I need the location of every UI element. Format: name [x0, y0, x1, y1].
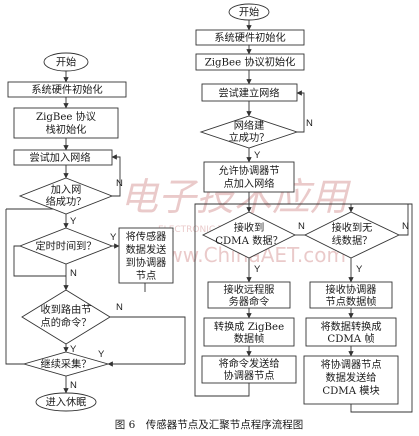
left-route-command-decision: 收到路由节 点的命令？ — [21, 289, 111, 345]
right-build-yes-label: Y — [254, 150, 261, 161]
right-init-hardware-box: 系统硬件初始化 — [195, 29, 305, 46]
right-allow-join-line2: 点加入网络 — [224, 177, 275, 190]
left-sleep-label: 进入休眠 — [46, 397, 87, 409]
left-join-network-box: 尝试加入网络 — [13, 149, 113, 166]
right-init-stack-label: ZigBee 协议初始化 — [205, 56, 296, 69]
left-join-no-label: N — [116, 178, 123, 189]
left-route-no-label: N — [116, 302, 123, 313]
right-allow-join-line1: 允许协调器节 — [218, 164, 279, 177]
left-continue-no-label: N — [70, 380, 77, 391]
left-join-yes-label: Y — [70, 216, 77, 227]
right-send-cdma-line3: CDMA 模块 — [322, 385, 379, 397]
left-join-network-label: 尝试加入网络 — [29, 151, 90, 164]
right-send-coordinator-line1: 将命令发送给 — [218, 357, 279, 370]
right-cdma-decision: 接收到 CDMA 数据？ — [201, 211, 297, 259]
figure-caption: 图 6 传感器节点及汇聚节点程序流程图 — [115, 418, 304, 431]
right-wireless-yes-label: Y — [356, 264, 363, 275]
right-recv-command-box: 接收远程服 务器命令 — [207, 281, 291, 309]
right-send-cdma-line1: 将协调器节点 — [320, 358, 381, 371]
left-join-success-line2: 络成功？ — [46, 195, 87, 208]
left-send-data-line4: 节点 — [136, 270, 156, 282]
right-cdma-yes-label: Y — [254, 264, 261, 275]
left-send-data-box: 将传感器 数据发送 到协调器 节点 — [118, 227, 174, 284]
left-timer-decision: 定时时间到？ — [18, 227, 114, 265]
right-send-coordinator-line2: 协调器节点 — [224, 369, 275, 382]
right-recv-frame-box: 接收协调器 节点数据帧 — [309, 281, 393, 309]
right-wireless-no-label: N — [402, 221, 409, 232]
right-build-success-decision: 网络建 立成功？ — [199, 115, 299, 149]
right-to-zigbee-line2: 数据帧 — [234, 332, 265, 345]
left-send-data-line3: 到协调器 — [126, 256, 167, 269]
right-wireless-decision: 接收到无 线数据？ — [303, 211, 401, 259]
right-wireless-line2: 线数据？ — [332, 234, 373, 247]
right-to-cdma-line1: 将数据转换成 — [320, 320, 381, 333]
right-wireless-line1: 接收到无 — [332, 221, 373, 234]
left-route-command-line1: 收到路由节 — [41, 303, 92, 316]
left-join-success-decision: 加入网 络成功？ — [18, 177, 114, 215]
left-send-data-line1: 将传感器 — [126, 230, 167, 243]
left-init-stack-box: ZigBee 协议 栈初始化 — [13, 107, 119, 139]
left-route-command-line2: 点的命令？ — [41, 316, 92, 329]
right-build-success-line2: 立成功？ — [229, 131, 270, 144]
left-send-data-line2: 数据发送 — [126, 243, 167, 256]
right-build-success-line1: 网络建 — [234, 119, 265, 132]
right-to-zigbee-box: 转换成 ZigBee 数据帧 — [203, 317, 295, 347]
left-init-stack-line1: ZigBee 协议 — [36, 110, 96, 123]
left-init-hardware-box: 系统硬件初始化 — [7, 81, 127, 98]
right-to-zigbee-line1: 转换成 ZigBee — [214, 320, 284, 333]
right-recv-command-line1: 接收远程服 — [224, 283, 275, 296]
left-continue-yes-label: Y — [98, 349, 105, 360]
right-build-no-label: N — [306, 118, 313, 129]
right-cdma-no-label: N — [298, 221, 305, 232]
right-build-network-label: 尝试建立网络 — [218, 87, 279, 100]
left-route-yes-label: Y — [70, 344, 77, 355]
left-init-stack-line2: 栈初始化 — [46, 123, 87, 136]
right-init-stack-box: ZigBee 协议初始化 — [195, 53, 305, 71]
left-continue-decision: 继续采集？ — [22, 351, 110, 377]
right-init-hardware-label: 系统硬件初始化 — [214, 31, 285, 44]
right-send-cdma-box: 将协调器节点 数据发送给 CDMA 模块 — [303, 355, 399, 405]
left-join-success-line1: 加入网 — [51, 184, 82, 196]
right-start-terminal: 开始 — [228, 3, 270, 21]
left-timer-yes-label: Y — [110, 232, 117, 243]
right-to-cdma-box: 将数据转换成 CDMA 帧 — [305, 317, 397, 347]
right-cdma-line2: CDMA 数据？ — [215, 234, 283, 247]
right-send-cdma-line2: 数据发送给 — [326, 371, 377, 384]
left-continue-label: 继续采集？ — [41, 358, 92, 371]
connectors — [5, 20, 413, 413]
left-start-label: 开始 — [56, 56, 76, 69]
right-allow-join-box: 允许协调器节 点加入网络 — [203, 161, 295, 193]
left-timer-label: 定时时间到？ — [35, 240, 96, 253]
right-recv-frame-line1: 接收协调器 — [326, 283, 377, 296]
left-sleep-terminal: 进入休眠 — [35, 392, 97, 412]
right-start-label: 开始 — [239, 6, 259, 19]
right-recv-frame-line2: 节点数据帧 — [326, 295, 377, 308]
right-cdma-line1: 接收到 — [234, 221, 265, 234]
right-build-network-box: 尝试建立网络 — [201, 83, 298, 102]
right-send-coordinator-box: 将命令发送给 协调器节点 — [201, 355, 297, 384]
right-to-cdma-line2: CDMA 帧 — [327, 332, 374, 345]
left-start-terminal: 开始 — [43, 52, 89, 72]
left-timer-no-label: N — [70, 268, 77, 279]
right-recv-command-line2: 务器命令 — [229, 295, 270, 308]
left-init-hardware-label: 系统硬件初始化 — [31, 83, 102, 96]
